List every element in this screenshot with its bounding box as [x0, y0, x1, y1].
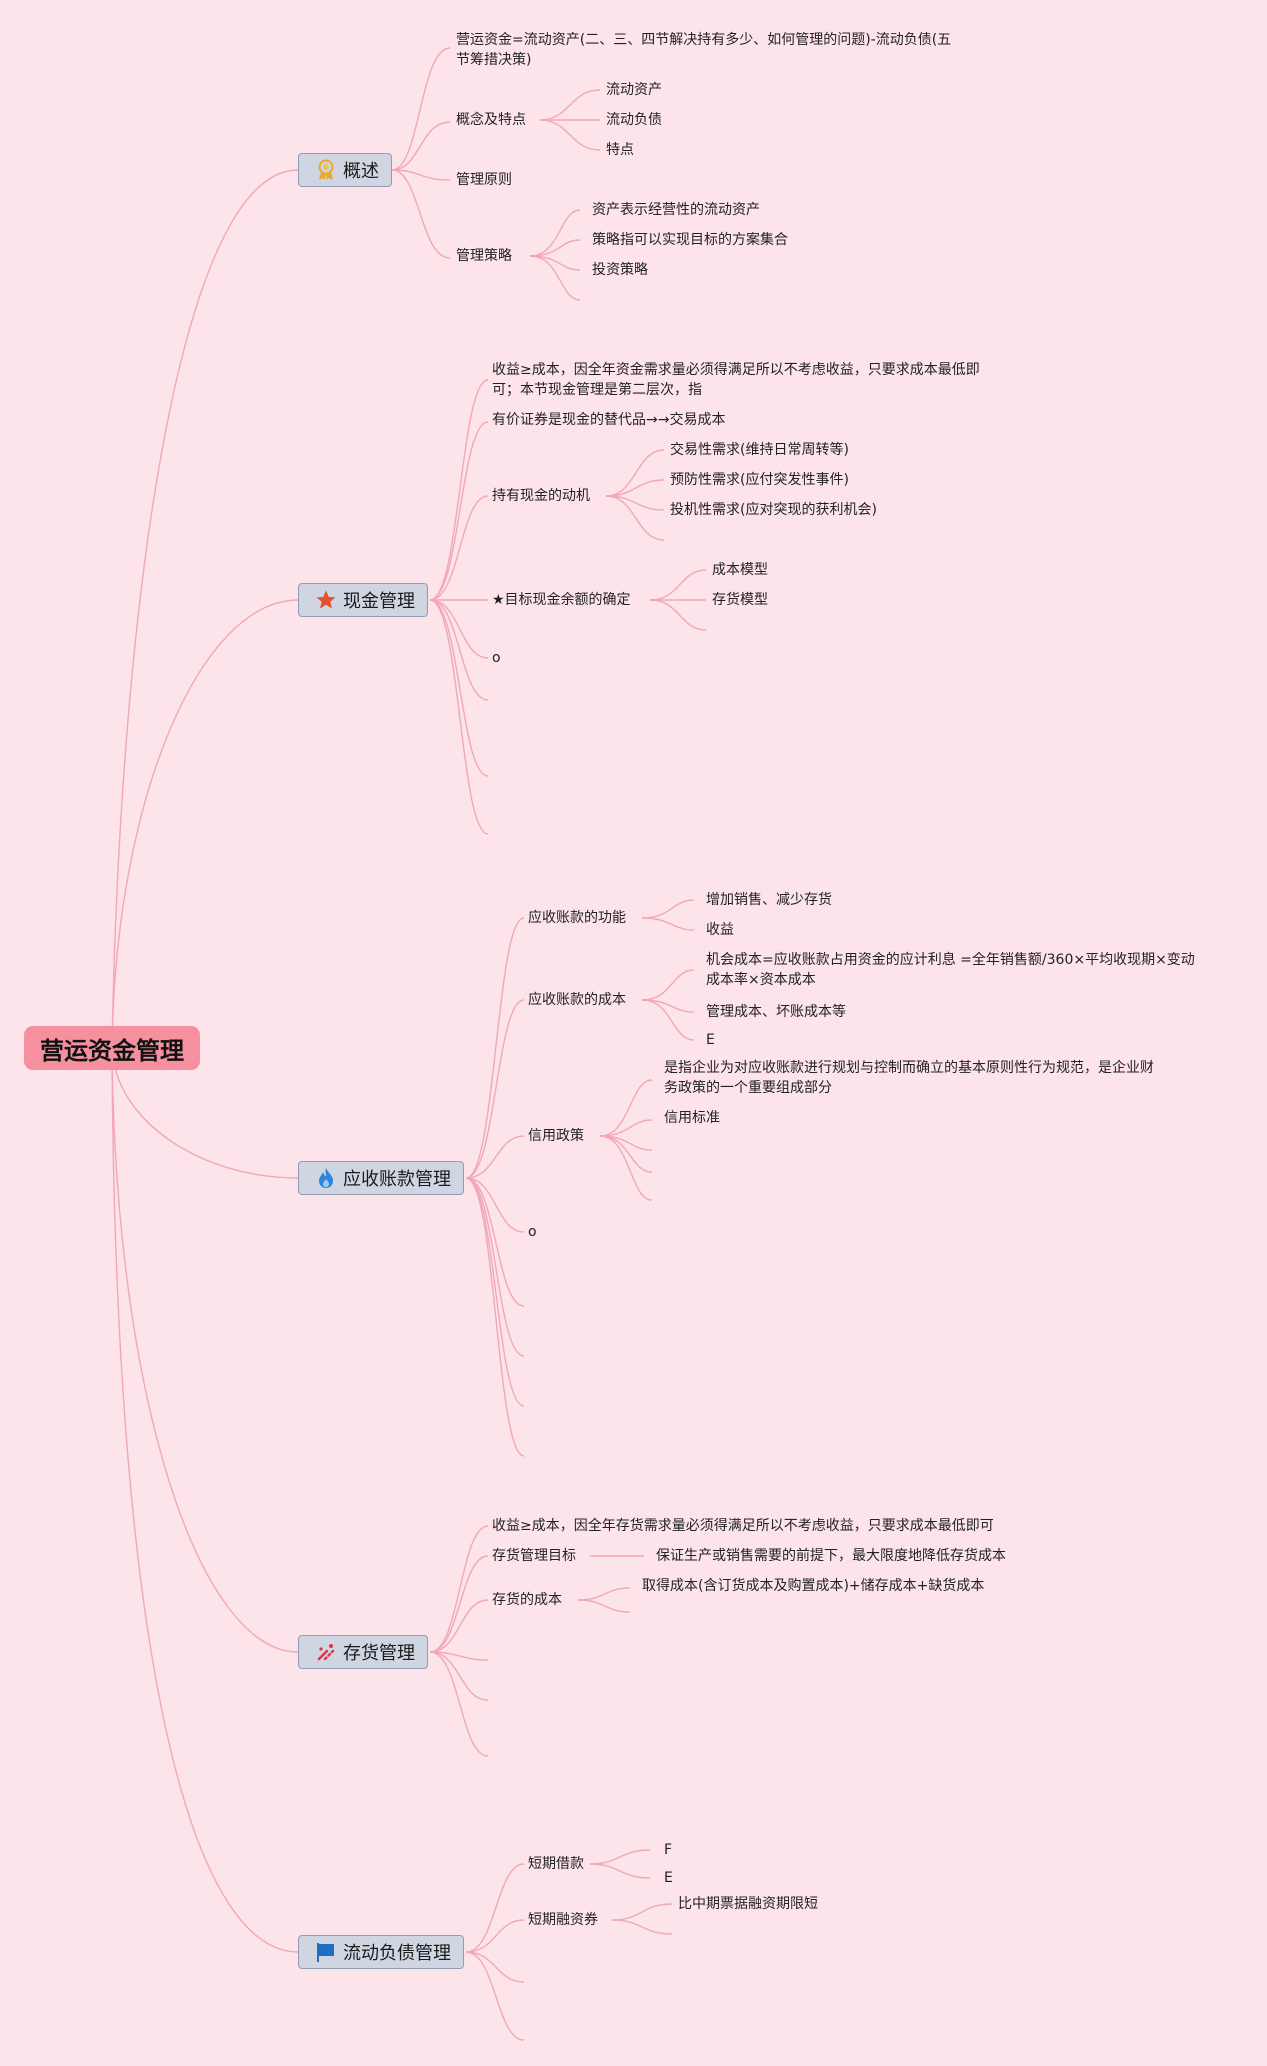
branch-overview-label: 概述 [343, 161, 379, 182]
strategy-item[interactable]: 策略指可以实现目标的方案集合 [592, 232, 788, 248]
overview-concept[interactable]: 概念及特点 [456, 112, 526, 128]
target-item[interactable]: 成本模型 [712, 562, 768, 578]
award-ribbon-icon [315, 159, 337, 181]
motive-item[interactable]: 投机性需求(应对突现的获利机会) [670, 502, 877, 518]
receivable-function[interactable]: 应收账款的功能 [528, 910, 626, 926]
overview-strategy[interactable]: 管理策略 [456, 248, 512, 264]
target-item[interactable]: 存货模型 [712, 592, 768, 608]
receivable-other[interactable]: o [528, 1224, 537, 1240]
inventory-goal[interactable]: 存货管理目标 [492, 1548, 576, 1564]
tools-icon [315, 1641, 337, 1663]
branch-overview[interactable]: 概述 [298, 153, 392, 187]
flag-icon [315, 1941, 337, 1963]
financing-detail[interactable]: 比中期票据融资期限短 [678, 1896, 818, 1912]
shortloan-item[interactable]: E [664, 1870, 673, 1886]
cost-item[interactable]: E [706, 1032, 715, 1048]
overview-definition[interactable]: 营运资金=流动资产(二、三、四节解决持有多少、如何管理的问题)-流动负债(五节筹… [456, 32, 952, 68]
branch-cash-label: 现金管理 [343, 591, 415, 612]
receivable-credit[interactable]: 信用政策 [528, 1128, 584, 1144]
concept-item[interactable]: 流动资产 [606, 82, 662, 98]
cost-item[interactable]: 机会成本=应收账款占用资金的应计利息 =全年销售额/360×平均收现期×变动成本… [706, 952, 1195, 988]
concept-item[interactable]: 流动负债 [606, 112, 662, 128]
shortloan-item[interactable]: F [664, 1842, 673, 1858]
strategy-item[interactable]: 投资策略 [592, 262, 648, 278]
credit-item[interactable]: 信用标准 [664, 1110, 720, 1126]
cash-securities[interactable]: 有价证券是现金的替代品→→交易成本 [492, 412, 726, 428]
branch-inventory-label: 存货管理 [343, 1643, 415, 1664]
function-item[interactable]: 收益 [706, 922, 734, 938]
motive-item[interactable]: 预防性需求(应付突发性事件) [670, 472, 849, 488]
liability-financing[interactable]: 短期融资券 [528, 1912, 598, 1928]
inventory-cost[interactable]: 存货的成本 [492, 1592, 562, 1608]
receivable-cost[interactable]: 应收账款的成本 [528, 992, 626, 1008]
branch-cash[interactable]: 现金管理 [298, 583, 428, 617]
root-topic-label: 营运资金管理 [40, 1036, 184, 1065]
star-icon [315, 589, 337, 611]
cash-target[interactable]: ★目标现金余额的确定 [492, 592, 631, 608]
liability-shortloan[interactable]: 短期借款 [528, 1856, 584, 1872]
cash-other[interactable]: o [492, 650, 501, 666]
branch-liability[interactable]: 流动负债管理 [298, 1935, 464, 1969]
concept-item[interactable]: 特点 [606, 142, 634, 158]
branch-liability-label: 流动负债管理 [343, 1943, 451, 1964]
credit-item[interactable]: 是指企业为对应收账款进行规划与控制而确立的基本原则性行为规范，是企业财务政策的一… [664, 1060, 1154, 1096]
inventory-goal-detail[interactable]: 保证生产或销售需要的前提下，最大限度地降低存货成本 [656, 1548, 1006, 1564]
branch-receivable[interactable]: 应收账款管理 [298, 1161, 464, 1195]
overview-principle[interactable]: 管理原则 [456, 172, 512, 188]
function-item[interactable]: 增加销售、减少存货 [706, 892, 832, 908]
motive-item[interactable]: 交易性需求(维持日常周转等) [670, 442, 849, 458]
cash-motives[interactable]: 持有现金的动机 [492, 488, 590, 504]
inventory-note[interactable]: 收益≥成本，因全年存货需求量必须得满足所以不考虑收益，只要求成本最低即可 [492, 1518, 994, 1534]
branch-inventory[interactable]: 存货管理 [298, 1635, 428, 1669]
strategy-item[interactable]: 资产表示经营性的流动资产 [592, 202, 760, 218]
flame-icon [315, 1167, 337, 1189]
cost-item[interactable]: 管理成本、坏账成本等 [706, 1004, 846, 1020]
inventory-cost-detail[interactable]: 取得成本(含订货成本及购置成本)+储存成本+缺货成本 [642, 1578, 985, 1594]
branch-receivable-label: 应收账款管理 [343, 1169, 451, 1190]
root-topic[interactable]: 营运资金管理 [24, 1026, 200, 1070]
cash-note[interactable]: 收益≥成本，因全年资金需求量必须得满足所以不考虑收益，只要求成本最低即可；本节现… [492, 362, 980, 398]
